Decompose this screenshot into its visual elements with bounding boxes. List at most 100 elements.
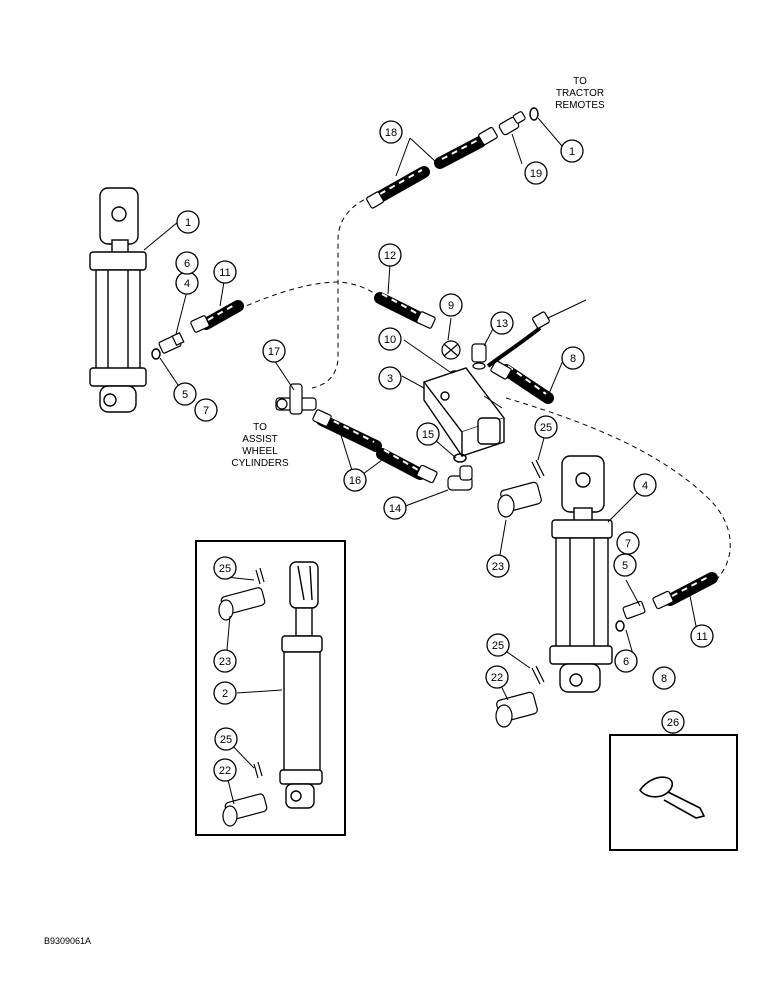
fitting-6-top	[532, 311, 550, 329]
callout-number: 15	[422, 429, 434, 441]
cotter-25-inset-bottom	[253, 761, 263, 779]
elbow-13	[447, 465, 473, 491]
callout-number: 26	[667, 717, 679, 729]
callout-22: 22	[213, 758, 237, 782]
callout-number: 6	[184, 258, 190, 270]
callout-25: 25	[214, 727, 238, 751]
inset-frame-cylinder	[195, 540, 346, 836]
o-ring-right	[615, 620, 625, 632]
callout-8: 8	[652, 666, 676, 690]
hose-11-mid	[374, 292, 436, 329]
hose-15a	[312, 409, 382, 452]
cotter-25-inset-top	[255, 567, 265, 585]
callout-number: 9	[448, 300, 454, 312]
callout-10: 10	[378, 327, 402, 351]
hose-8-top	[490, 360, 554, 404]
note-to-assist-wheel-cylinders: TO ASSIST WHEEL CYLINDERS	[224, 422, 296, 470]
callout-number: 13	[496, 318, 508, 330]
cotter-25-right-lower	[531, 665, 545, 685]
elbow-12	[471, 343, 487, 370]
callout-19: 19	[524, 161, 548, 185]
note-line: WHEEL	[242, 446, 278, 457]
o-ring-14	[453, 453, 467, 463]
callout-23: 23	[486, 554, 510, 578]
figure-code: B9309061A	[44, 936, 92, 946]
o-ring-19	[529, 107, 539, 121]
callout-25: 25	[213, 556, 237, 580]
callout-number: 6	[623, 656, 629, 668]
callout-number: 5	[622, 560, 628, 572]
callout-number: 23	[492, 561, 504, 573]
callout-1: 1	[176, 210, 200, 234]
callout-17: 17	[262, 339, 286, 363]
pin-22-right	[495, 691, 538, 728]
callout-number: 18	[385, 127, 397, 139]
hose-17a	[366, 166, 430, 209]
callout-number: 25	[492, 640, 504, 652]
callout-15: 15	[416, 422, 440, 446]
callout-23: 23	[213, 649, 237, 673]
note-line: TRACTOR	[555, 88, 605, 99]
callout-number: 25	[540, 422, 552, 434]
callout-6: 6	[614, 649, 638, 673]
note-to-tractor-remotes: TO TRACTOR REMOTES	[548, 76, 612, 112]
callout-7: 7	[194, 398, 218, 422]
callout-6: 6	[175, 251, 199, 275]
strap-26	[639, 776, 706, 819]
callout-13: 13	[490, 311, 514, 335]
callout-26: 26	[661, 710, 685, 734]
cotter-25-right	[531, 459, 545, 479]
callout-number: 7	[625, 538, 631, 550]
hose-routing-lines	[221, 195, 731, 589]
callout-11: 11	[690, 624, 714, 648]
note-line: REMOTES	[555, 100, 605, 111]
callout-number: 14	[389, 503, 401, 515]
pin-23-inset	[218, 587, 266, 621]
note-line: CYLINDERS	[231, 458, 289, 469]
callout-18: 18	[379, 120, 403, 144]
callout-1: 1	[560, 139, 584, 163]
fitting-4-left	[158, 331, 185, 354]
note-line: TO	[573, 76, 587, 87]
callout-7: 7	[616, 531, 640, 555]
callout-4: 4	[633, 473, 657, 497]
hose-11-left	[190, 300, 244, 333]
hose-17b	[434, 126, 498, 169]
callout-12: 12	[378, 243, 402, 267]
callout-number: 22	[491, 672, 503, 684]
callout-number: 8	[570, 353, 576, 365]
inset-frame-strap	[609, 734, 738, 851]
callout-16: 16	[343, 468, 367, 492]
callout-number: 16	[349, 475, 361, 487]
hose-15b	[376, 448, 438, 484]
callout-number: 19	[530, 168, 542, 180]
callout-25: 25	[534, 415, 558, 439]
callout-circles: 1345678910111213141516171819145678112222…	[173, 120, 714, 782]
callout-number: 1	[569, 146, 575, 158]
callout-number: 12	[384, 250, 396, 262]
fitting-4-right	[622, 600, 646, 620]
cylinder-left	[89, 187, 147, 413]
callout-9: 9	[439, 293, 463, 317]
callout-22: 22	[485, 665, 509, 689]
callout-5: 5	[613, 553, 637, 577]
callout-5: 5	[173, 382, 197, 406]
callout-number: 11	[219, 267, 230, 279]
callout-14: 14	[383, 496, 407, 520]
pin-22-inset	[222, 793, 268, 827]
callout-number: 3	[387, 373, 393, 385]
callout-number: 23	[219, 656, 231, 668]
fitting-9	[441, 340, 461, 360]
hose-8-right	[652, 572, 718, 610]
callout-number: 11	[696, 631, 707, 643]
o-ring-left	[151, 348, 161, 360]
callout-2: 2	[213, 681, 237, 705]
hose-6-top	[486, 326, 542, 368]
callout-number: 17	[268, 346, 280, 358]
coupler-18	[498, 111, 526, 136]
callout-number: 1	[185, 217, 191, 229]
callout-number: 8	[661, 673, 667, 685]
callout-number: 25	[220, 734, 232, 746]
pin-23-right	[497, 481, 542, 518]
